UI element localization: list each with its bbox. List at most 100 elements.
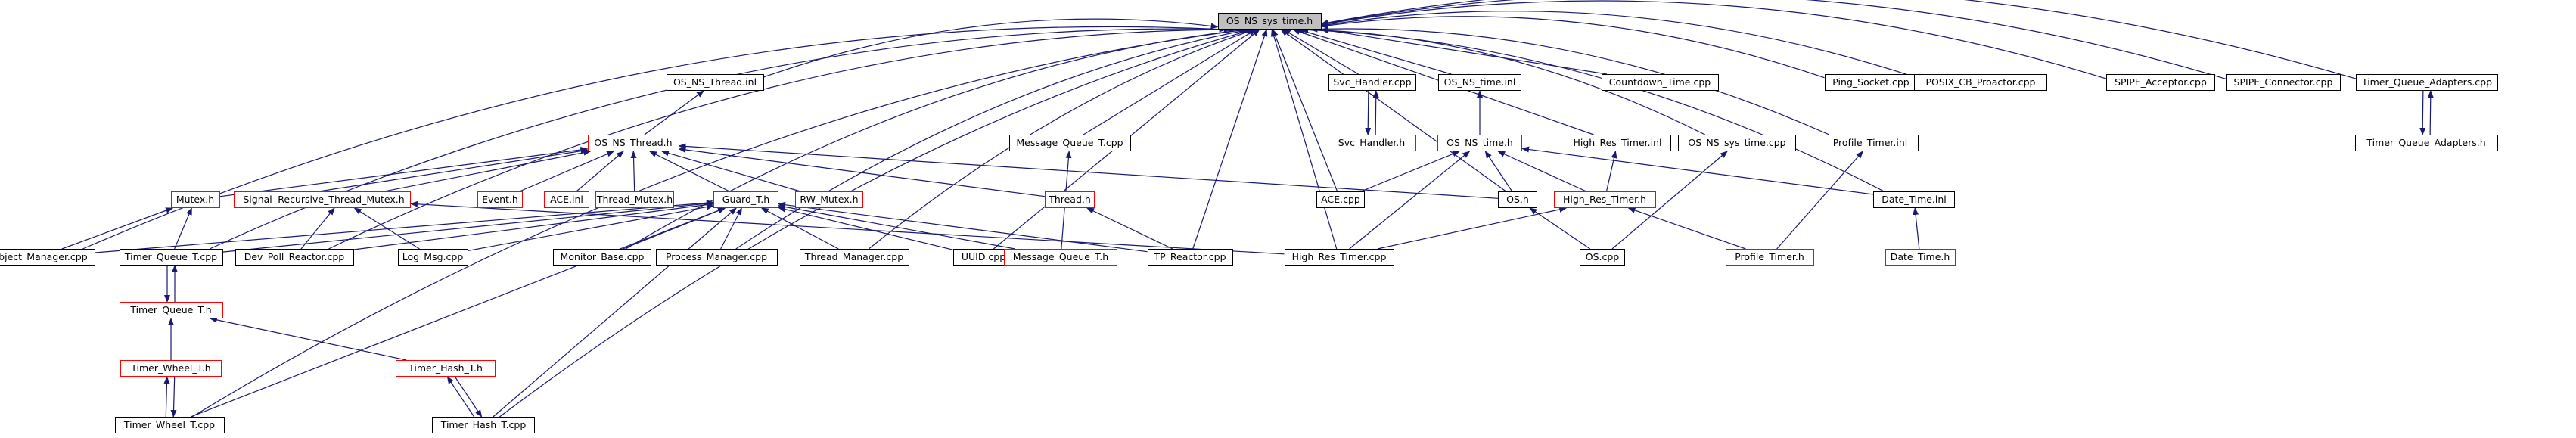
node-process-manager[interactable]: Process_Manager.cpp <box>655 249 778 266</box>
edge-tp-reactor-to-guard-h <box>778 201 1148 253</box>
edge-svc-handler-cpp-to-root <box>1282 29 1359 75</box>
edge-object-manager-to-root <box>82 26 1227 250</box>
edge-message-queue-h-to-guard-h <box>778 203 1015 250</box>
edge-timer-hash-cpp-to-timer-hash-h <box>446 376 475 418</box>
node-hrt-cpp[interactable]: High_Res_Timer.cpp <box>1284 249 1394 266</box>
edge-osnstime-inl-to-root <box>1297 28 1452 75</box>
edge-spipe-connector-to-root <box>1320 0 2226 80</box>
node-message-queue-cpp[interactable]: Message_Queue_T.cpp <box>1008 135 1131 151</box>
edge-object-manager-to-guard-h <box>95 200 714 253</box>
edge-thread-mutex-h-to-osnsthread-h <box>630 151 637 192</box>
edge-rw-mutex-h-to-osnsthread-h <box>661 150 801 192</box>
edge-timer-wheel-cpp-to-guard-h <box>190 207 726 418</box>
node-timer-hash-cpp[interactable]: Timer_Hash_T.cpp <box>432 417 535 433</box>
edge-message-queue-cpp-to-root <box>1083 29 1257 135</box>
edge-os-h-to-root <box>1280 29 1507 192</box>
node-spipe-acceptor[interactable]: SPIPE_Acceptor.cpp <box>2106 74 2215 91</box>
node-timer-wheel-h[interactable]: Timer_Wheel_T.h <box>120 360 222 377</box>
edge-ace-cpp-to-root <box>1272 29 1338 192</box>
edge-ping-socket-to-root <box>1320 16 1825 79</box>
node-osnsthread-inl[interactable]: OS_NS_Thread.inl <box>666 74 764 91</box>
edge-timer-wheel-h-to-timer-wheel-cpp <box>170 376 177 418</box>
node-timer-wheel-cpp[interactable]: Timer_Wheel_T.cpp <box>114 417 225 433</box>
node-rtm-h[interactable]: Recursive_Thread_Mutex.h <box>272 191 411 208</box>
edge-rtm-h-to-osnsthread-h <box>384 149 592 192</box>
edge-dev-poll-to-guard-h <box>353 201 714 250</box>
node-osnsthread-h[interactable]: OS_NS_Thread.h <box>587 135 679 151</box>
node-osnstime-h[interactable]: OS_NS_time.h <box>1437 135 1522 151</box>
edge-tp-reactor-to-root <box>1192 29 1268 250</box>
edge-hrt-cpp-to-osnstime-h <box>1349 151 1471 250</box>
node-profile-timer-h[interactable]: Profile_Timer.h <box>1725 249 1814 266</box>
edge-object-manager-to-mutex-h <box>61 207 174 250</box>
node-tq-adapters-h[interactable]: Timer_Queue_Adapters.h <box>2354 135 2498 151</box>
edge-timer-queue-cpp-to-mutex-h <box>174 207 192 250</box>
edge-hrt-cpp-to-hrt-h <box>1377 206 1568 250</box>
edge-date-time-inl-to-root <box>1298 26 1885 192</box>
edge-countdown-to-root <box>1320 27 1608 75</box>
edge-svc-handler-h-to-svc-handler-cpp <box>1372 90 1379 135</box>
node-dev-poll[interactable]: Dev_Poll_Reactor.cpp <box>235 249 354 266</box>
node-hrt-inl[interactable]: High_Res_Timer.inl <box>1564 135 1671 151</box>
edge-os-h-to-osnstime-h <box>1484 151 1513 192</box>
edge-process-manager-to-guard-h <box>720 207 742 250</box>
node-rw-mutex-h[interactable]: RW_Mutex.h <box>795 191 863 208</box>
node-posix-cb[interactable]: POSIX_CB_Proactor.cpp <box>1914 74 2047 91</box>
node-ace-inl[interactable]: ACE.inl <box>544 191 589 208</box>
edge-uuid-to-guard-h <box>778 206 954 250</box>
node-root[interactable]: OS_NS_sys_time.h <box>1217 13 1322 30</box>
node-thread-manager[interactable]: Thread_Manager.cpp <box>799 249 909 266</box>
edge-signal-inl-to-osnsthread-h <box>295 148 589 196</box>
node-object-manager[interactable]: Object_Manager.cpp <box>0 249 95 266</box>
edge-tq-adapters-cpp-to-root <box>1320 0 2357 79</box>
node-ace-cpp[interactable]: ACE.cpp <box>1316 191 1365 208</box>
node-ping-socket[interactable]: Ping_Socket.cpp <box>1824 74 1918 91</box>
node-tp-reactor[interactable]: TP_Reactor.cpp <box>1147 249 1233 266</box>
node-timer-hash-h[interactable]: Timer_Hash_T.h <box>396 360 496 377</box>
edge-log-msg-to-rtm-h <box>353 207 420 250</box>
edge-osnssystime-cpp-to-root <box>1300 26 1706 135</box>
edge-ace-inl-to-osnsthread-h <box>576 151 624 192</box>
edge-osnsthread-h-to-osnsthread-inl <box>644 90 704 135</box>
edge-guard-h-to-osnsthread-h <box>648 151 730 192</box>
node-hrt-h[interactable]: High_Res_Timer.h <box>1553 191 1656 208</box>
node-svc-handler-h[interactable]: Svc_Handler.h <box>1327 135 1416 151</box>
edge-timer-hash-h-to-timer-queue-h <box>209 316 407 361</box>
node-uuid[interactable]: UUID.cpp <box>953 249 1014 266</box>
node-date-time-h[interactable]: Date_Time.h <box>1885 249 1956 266</box>
node-monitor-base[interactable]: Monitor_Base.cpp <box>553 249 651 266</box>
edge-hrt-cpp-to-root <box>1270 29 1338 250</box>
node-os-cpp[interactable]: OS.cpp <box>1580 249 1625 266</box>
edge-os-cpp-to-osnssystime-cpp <box>1611 151 1728 250</box>
edge-dev-poll-to-root <box>328 26 1236 250</box>
node-spipe-connector[interactable]: SPIPE_Connector.cpp <box>2226 74 2341 91</box>
node-thread-mutex-h[interactable]: Thread_Mutex.h <box>595 191 674 208</box>
edge-hrt-h-to-hrt-inl <box>1605 151 1617 192</box>
node-profile-timer-inl[interactable]: Profile_Timer.inl <box>1822 135 1919 151</box>
edge-timer-hash-h-to-timer-hash-cpp <box>454 376 483 418</box>
node-date-time-inl[interactable]: Date_Time.inl <box>1873 191 1955 208</box>
edge-tp-reactor-to-thread-h <box>1086 207 1173 250</box>
node-osnstime-inl[interactable]: OS_NS_time.inl <box>1438 74 1521 91</box>
node-tq-adapters-cpp[interactable]: Timer_Queue_Adapters.cpp <box>2356 74 2498 91</box>
edge-spipe-acceptor-to-root <box>1320 0 2107 79</box>
edge-tq-adapters-h-to-tq-adapters-cpp <box>2427 90 2434 135</box>
node-guard-h[interactable]: Guard_T.h <box>713 191 778 208</box>
node-log-msg[interactable]: Log_Msg.cpp <box>397 249 468 266</box>
node-thread-h[interactable]: Thread.h <box>1045 191 1095 208</box>
node-mutex-h[interactable]: Mutex.h <box>170 191 220 208</box>
edge-timer-queue-cpp-to-guard-h <box>222 200 714 253</box>
node-os-h[interactable]: OS.h <box>1498 191 1537 208</box>
edge-tq-adapters-cpp-to-tq-adapters-h <box>2419 90 2426 135</box>
node-timer-queue-cpp[interactable]: Timer_Queue_T.cpp <box>119 249 223 266</box>
node-svc-handler-cpp[interactable]: Svc_Handler.cpp <box>1328 74 1416 91</box>
edge-hrt-h-to-osnstime-h <box>1497 151 1587 192</box>
node-osnssystime-cpp[interactable]: OS_NS_sys_time.cpp <box>1678 135 1796 151</box>
node-message-queue-h[interactable]: Message_Queue_T.h <box>1004 249 1117 266</box>
node-timer-queue-h[interactable]: Timer_Queue_T.h <box>119 302 223 318</box>
edge-os-cpp-to-os-h <box>1529 207 1591 250</box>
node-event-h[interactable]: Event.h <box>477 191 523 208</box>
node-countdown[interactable]: Countdown_Time.cpp <box>1601 74 1719 91</box>
